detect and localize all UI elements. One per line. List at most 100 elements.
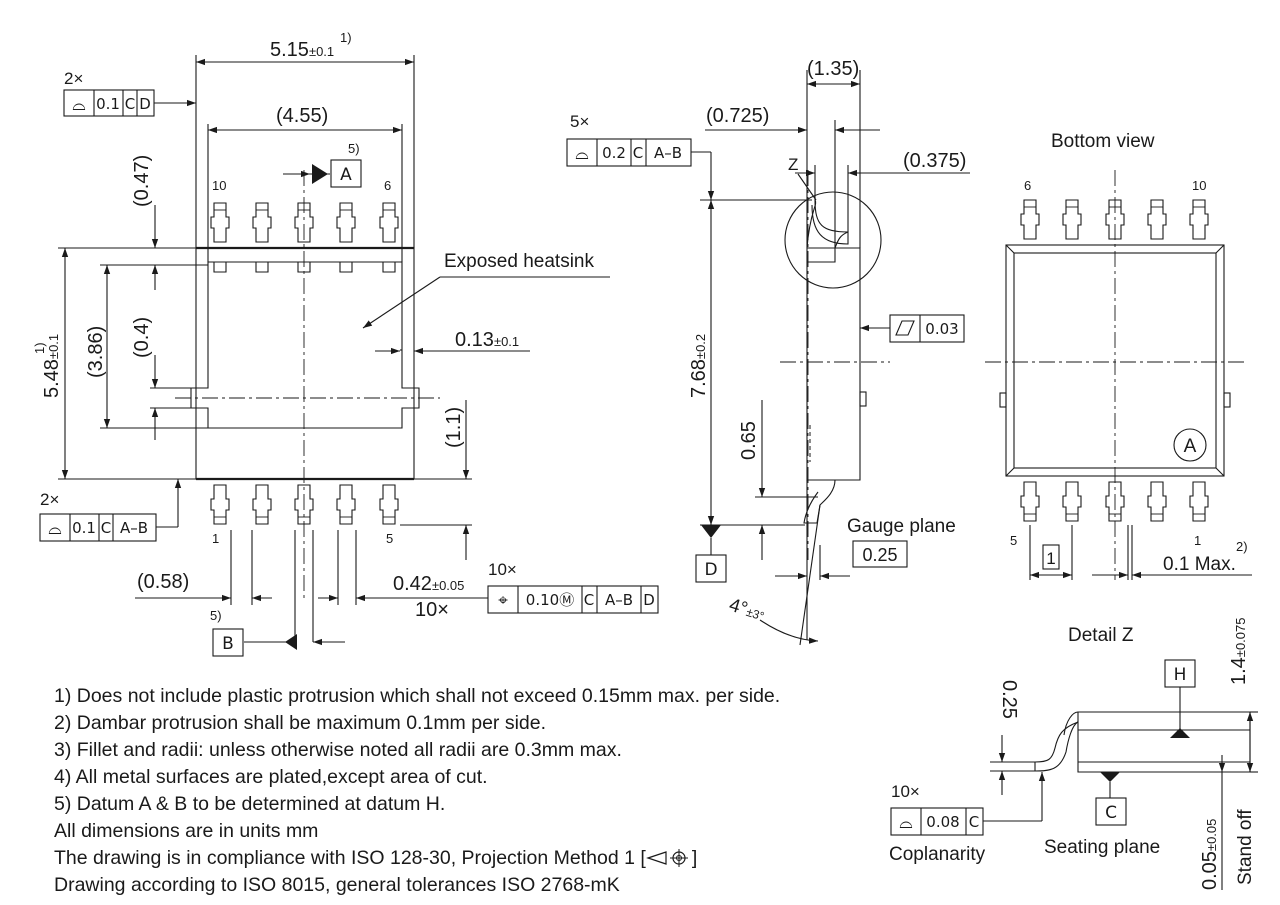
detail-z: Detail Z H C 0.25 1.4±0.075 0.05±0.05 St… <box>889 618 1258 890</box>
lead-offset-value: (0.58) <box>137 571 189 593</box>
bottom-view-title: Bottom view <box>1051 131 1155 152</box>
angle-value: 4° <box>727 595 751 620</box>
svg-text:0.03: 0.03 <box>925 320 958 338</box>
edge-offset-value: 0.13 <box>455 329 494 351</box>
profile-icon: ⌓ <box>899 813 912 833</box>
fcf-coplanarity: ⌓ 0.08 C <box>890 807 984 836</box>
heatsink-length-value: (3.86) <box>85 326 107 378</box>
svg-text:Z: Z <box>788 155 798 174</box>
profile-icon: ⌓ <box>48 519 61 539</box>
height-value: 1.4 <box>1228 657 1250 685</box>
svg-text:0.08: 0.08 <box>926 813 959 831</box>
note-4: 4) All metal surfaces are plated,except … <box>54 766 488 788</box>
svg-text:5): 5) <box>210 608 222 623</box>
svg-text:C: C <box>633 144 643 162</box>
svg-text:10×: 10× <box>891 782 920 801</box>
top-leads-lower <box>210 484 399 525</box>
profile-icon: ⌓ <box>72 95 85 115</box>
body-length-value: 5.48 <box>41 359 63 398</box>
svg-text:5: 5 <box>1010 533 1017 548</box>
top-gap-value: (0.47) <box>131 155 153 207</box>
position-icon: ⌖ <box>498 591 508 611</box>
svg-text:5.48±0.1: 5.48±0.1 <box>41 334 63 398</box>
top-leads-upper <box>210 202 399 243</box>
svg-text:5: 5 <box>386 531 393 546</box>
svg-text:C: C <box>125 95 135 113</box>
body-width-tol: ±0.1 <box>309 44 334 59</box>
svg-text:C: C <box>101 519 111 537</box>
heatsink-outline <box>190 261 420 429</box>
fcf-top: ⌓ 0.1 C D <box>63 89 155 117</box>
svg-text:1: 1 <box>212 531 219 546</box>
lower-gap-value: (1.1) <box>443 407 465 448</box>
svg-text:A: A <box>340 165 352 185</box>
detail-z-title: Detail Z <box>1068 625 1134 646</box>
notes-block: 1) Does not include plastic protrusion w… <box>54 683 884 899</box>
svg-text:1): 1) <box>32 342 47 354</box>
svg-text:6: 6 <box>384 178 391 193</box>
svg-text:D: D <box>704 560 717 580</box>
svg-text:10: 10 <box>1192 178 1206 193</box>
side-view: Z (1.35) (0.725) (0.375) 5× ⌓ 0.2 C A–B <box>566 58 970 646</box>
svg-text:10×: 10× <box>488 560 517 579</box>
svg-text:H: H <box>1174 665 1187 685</box>
gauge-value: 0.25 <box>862 545 897 565</box>
bottom-view: Bottom view A 6 10 5 1 1 <box>985 131 1252 580</box>
heatsink-label: Exposed heatsink <box>444 251 594 272</box>
offset-a-value: (0.725) <box>706 105 769 127</box>
svg-text:10: 10 <box>212 178 226 193</box>
svg-text:5.15±0.1: 5.15±0.1 <box>270 39 334 61</box>
svg-text:7.68±0.2: 7.68±0.2 <box>688 334 710 398</box>
offset-b-value: (0.375) <box>903 150 966 172</box>
svg-text:5): 5) <box>348 141 360 156</box>
svg-text:2): 2) <box>1236 539 1248 554</box>
svg-text:0.2: 0.2 <box>602 144 626 162</box>
pitch-box-value: 1 <box>1046 549 1055 568</box>
svg-text:1.4±0.075: 1.4±0.075 <box>1228 618 1250 685</box>
thickness-value: (1.35) <box>807 58 859 80</box>
gauge-plane-label: Gauge plane <box>847 516 956 537</box>
note-5: 5) Datum A & B to be determined at datum… <box>54 793 446 815</box>
bottom-leads-upper <box>1020 199 1209 240</box>
body-width-note: 1) <box>340 30 352 45</box>
svg-text:0.42±0.05: 0.42±0.05 <box>393 573 464 595</box>
pin1-marker <box>1173 428 1207 462</box>
svg-text:5×: 5× <box>570 112 589 131</box>
projection-method-icon <box>645 849 688 867</box>
svg-text:1: 1 <box>1194 533 1201 548</box>
svg-text:6: 6 <box>1024 178 1031 193</box>
fcf-flatness: 0.03 <box>889 314 965 343</box>
svg-text:0.1: 0.1 <box>96 95 120 113</box>
flatness-icon <box>895 320 915 336</box>
bottom-leads-lower <box>1020 481 1209 522</box>
fcf-top-multiplier: 2× <box>64 69 83 88</box>
inner-offset-value: (0.4) <box>131 317 153 358</box>
note-iso128: The drawing is in compliance with ISO 12… <box>54 847 698 869</box>
note-3: 3) Fillet and radii: unless otherwise no… <box>54 739 622 761</box>
lead-thickness-value: 0.25 <box>998 680 1020 719</box>
svg-text:10×: 10× <box>415 599 449 621</box>
fcf-position: ⌖ 0.10Ⓜ C A–B D <box>487 585 659 614</box>
detail-z-circle <box>784 191 882 289</box>
coplanarity-label: Coplanarity <box>889 844 986 865</box>
svg-text:B: B <box>222 634 234 654</box>
svg-text:A–B: A–B <box>654 144 682 162</box>
datum-d: D <box>695 525 727 583</box>
standoff-label: Stand off <box>1235 809 1256 885</box>
lead-width-value: 0.42 <box>393 573 432 595</box>
svg-text:0.1: 0.1 <box>72 519 96 537</box>
svg-text:A–B: A–B <box>120 519 148 537</box>
svg-text:2×: 2× <box>40 490 59 509</box>
standoff-value: 0.05 <box>1199 851 1221 890</box>
datum-a: A 5) <box>283 141 362 188</box>
svg-text:0.05±0.05: 0.05±0.05 <box>1199 819 1221 890</box>
pitch-value: 0.65 <box>738 421 760 460</box>
svg-text:C: C <box>969 813 979 831</box>
heatsink-width-value: (4.55) <box>276 105 328 127</box>
svg-text:D: D <box>139 95 151 113</box>
note-1: 1) Does not include plastic protrusion w… <box>54 685 781 707</box>
overall-value: 7.68 <box>688 359 710 398</box>
svg-text:C: C <box>1105 803 1117 823</box>
body-width-value: 5.15 <box>270 39 309 61</box>
